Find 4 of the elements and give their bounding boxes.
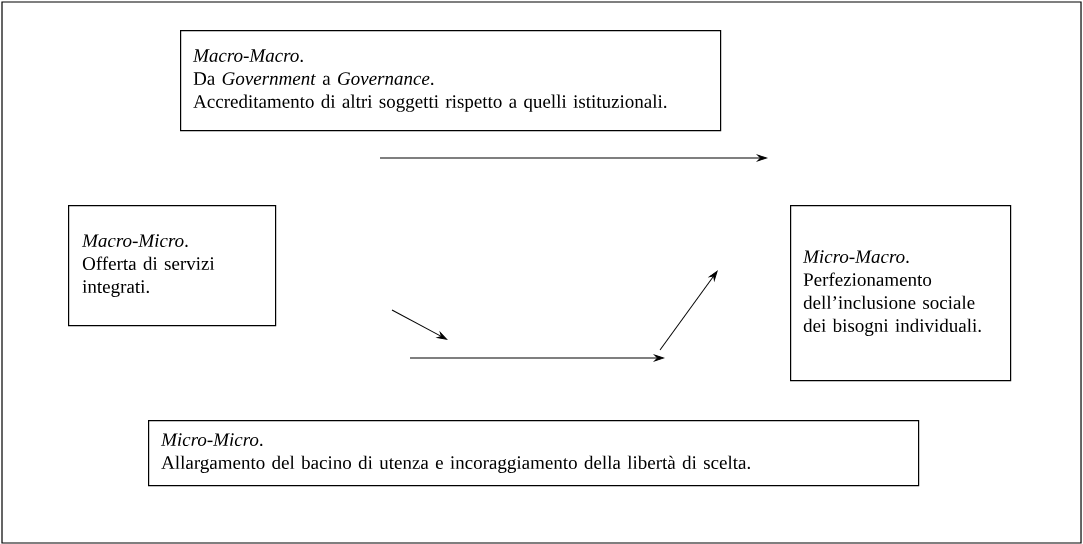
text-box: Micro-Micro. Allargamento del bacino di utenza e incoraggiamento della libertà di scelta. bbox=[148, 420, 920, 487]
text-box: Macro-Macro. Da Government a Governance. Accreditamento di altri soggetti rispetto a quelli istituzionali. bbox=[180, 30, 722, 132]
text-box: Macro-Micro. Offerta di servizi integrati. bbox=[68, 205, 277, 327]
text-box: Micro-Macro. Perfezionamento dell’inclusione sociale dei bisogni individuali. bbox=[790, 205, 1012, 382]
